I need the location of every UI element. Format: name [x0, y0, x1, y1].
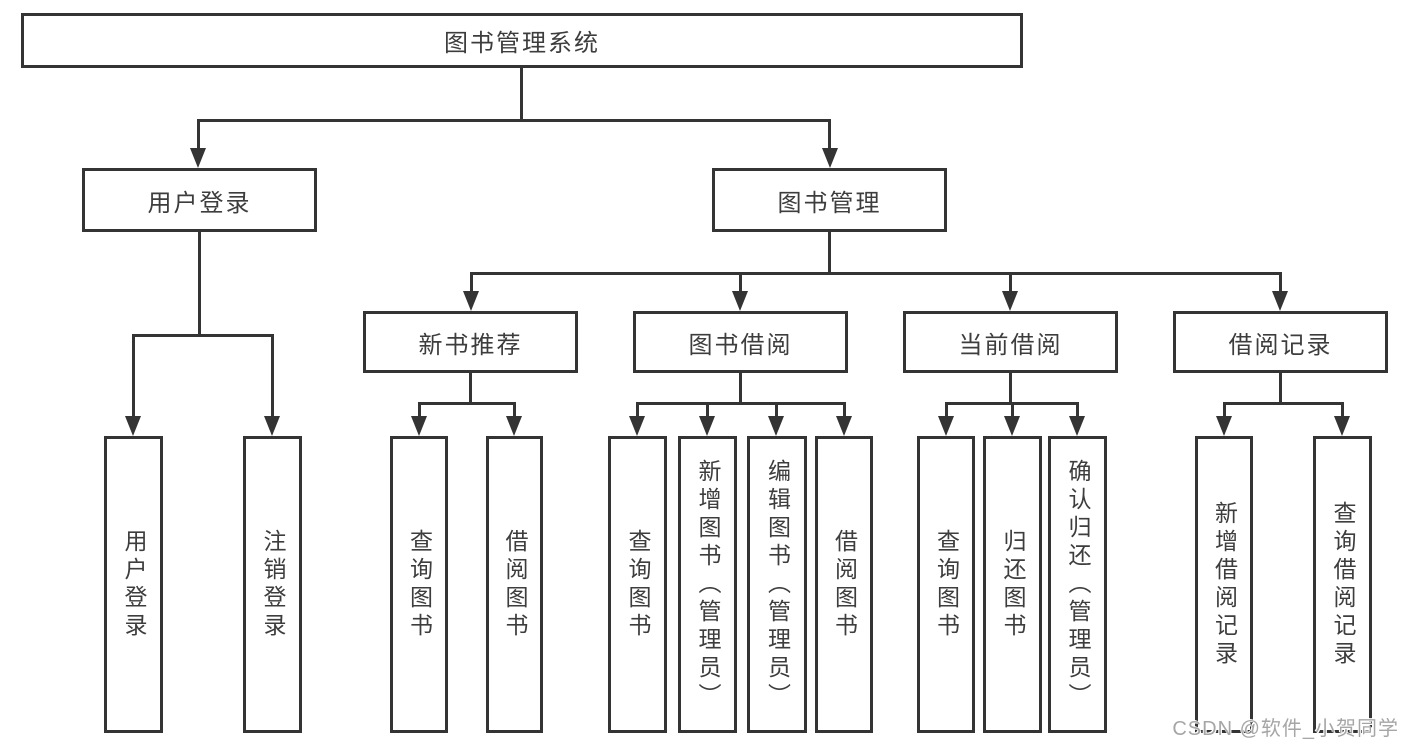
- leaf-user-login: 用户登录: [104, 436, 163, 733]
- arrow-down-icon: [463, 291, 479, 311]
- leaf-add-books-admin: 新增图书（管理员）: [678, 436, 737, 733]
- connector-line: [1009, 373, 1012, 405]
- arrow-down-icon: [822, 148, 838, 168]
- connector-line: [636, 402, 846, 405]
- arrow-down-icon: [732, 291, 748, 311]
- connector-line: [198, 232, 201, 336]
- connector-line: [1279, 272, 1282, 293]
- connector-line: [1223, 402, 1226, 418]
- arrow-down-icon: [768, 416, 784, 436]
- arrow-down-icon: [264, 416, 280, 436]
- node-user-login: 用户登录: [82, 168, 317, 232]
- node-borrowing-records: 借阅记录: [1173, 311, 1388, 373]
- arrow-down-icon: [125, 416, 141, 436]
- connector-line: [828, 232, 831, 275]
- connector-line: [197, 119, 200, 151]
- leaf-confirm-return-admin: 确认归还（管理员）: [1048, 436, 1107, 733]
- arrow-down-icon: [506, 416, 522, 436]
- arrow-down-icon: [411, 416, 427, 436]
- connector-line: [470, 272, 1282, 275]
- connector-line: [1223, 402, 1343, 405]
- connector-line: [271, 334, 274, 418]
- arrow-down-icon: [699, 416, 715, 436]
- node-book-borrowing: 图书借阅: [633, 311, 848, 373]
- node-current-borrowing: 当前借阅: [903, 311, 1118, 373]
- connector-line: [945, 402, 948, 418]
- arrow-down-icon: [1004, 416, 1020, 436]
- node-root-book-management-system: 图书管理系统: [21, 13, 1023, 68]
- connector-line: [520, 68, 523, 121]
- arrow-down-icon: [190, 148, 206, 168]
- connector-line: [418, 402, 421, 418]
- connector-line: [470, 272, 473, 293]
- connector-line: [1279, 373, 1282, 405]
- connector-line: [843, 402, 846, 418]
- leaf-borrow-books-recommend: 借阅图书: [486, 436, 543, 733]
- connector-line: [1011, 402, 1014, 418]
- leaf-query-books-recommend: 查询图书: [390, 436, 448, 733]
- connector-line: [1009, 272, 1012, 293]
- leaf-query-books-current: 查询图书: [917, 436, 975, 733]
- arrow-down-icon: [836, 416, 852, 436]
- connector-line: [739, 272, 742, 293]
- connector-line: [739, 373, 742, 405]
- node-book-management: 图书管理: [712, 168, 947, 232]
- connector-line: [828, 119, 831, 151]
- connector-line: [469, 373, 472, 405]
- arrow-down-icon: [629, 416, 645, 436]
- connector-line: [197, 119, 831, 122]
- leaf-edit-books-admin: 编辑图书（管理员）: [747, 436, 807, 733]
- connector-line: [636, 402, 639, 418]
- connector-line: [706, 402, 709, 418]
- leaf-borrow-books-borrowing: 借阅图书: [815, 436, 873, 733]
- leaf-logout: 注销登录: [243, 436, 302, 733]
- arrow-down-icon: [1002, 291, 1018, 311]
- connector-line: [1076, 402, 1079, 418]
- arrow-down-icon: [1216, 416, 1232, 436]
- connector-line: [132, 334, 274, 337]
- leaf-return-books: 归还图书: [983, 436, 1042, 733]
- node-new-book-recommendation: 新书推荐: [363, 311, 578, 373]
- connector-line: [1341, 402, 1344, 418]
- connector-line: [418, 402, 516, 405]
- arrow-down-icon: [1272, 291, 1288, 311]
- connector-line: [132, 334, 135, 418]
- connector-line: [775, 402, 778, 418]
- arrow-down-icon: [1334, 416, 1350, 436]
- connector-line: [513, 402, 516, 418]
- leaf-add-borrow-record: 新增借阅记录: [1195, 436, 1253, 733]
- leaf-query-books-borrowing: 查询图书: [608, 436, 667, 733]
- csdn-watermark: CSDN @软件_小贺同学: [1172, 718, 1399, 740]
- leaf-query-borrow-record: 查询借阅记录: [1313, 436, 1372, 733]
- arrow-down-icon: [1069, 416, 1085, 436]
- arrow-down-icon: [938, 416, 954, 436]
